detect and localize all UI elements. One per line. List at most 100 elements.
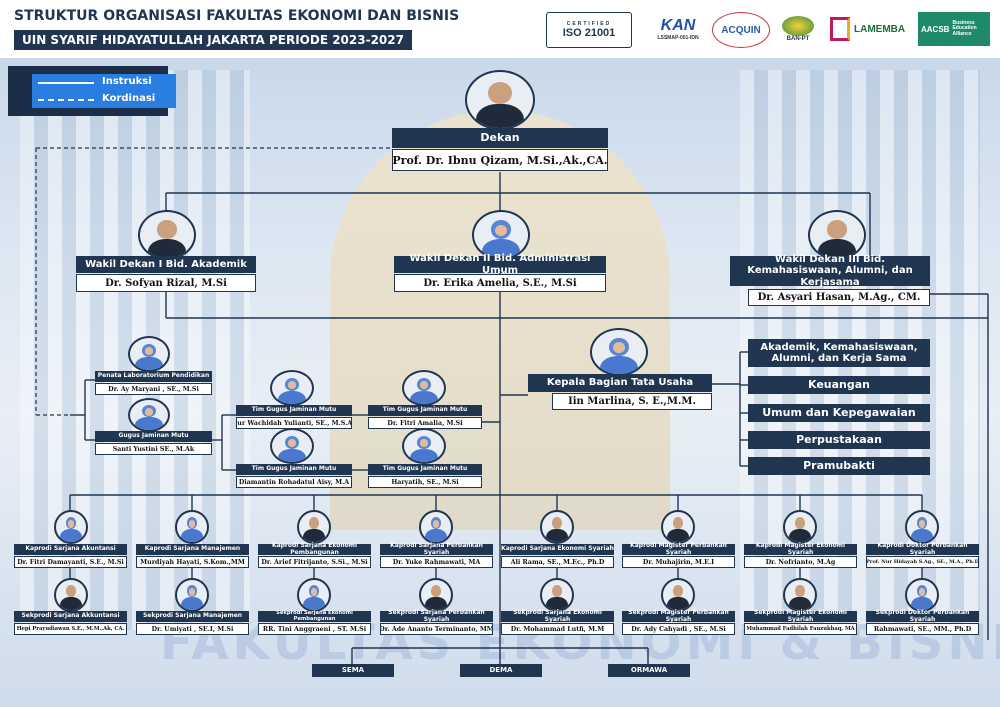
tgjm-2-title: Tim Gugus Jaminan Mutu: [368, 405, 482, 416]
kaprodi-1-photo: [54, 510, 88, 544]
unit-akademik: Akademik, Kemahasiswaan, Alumni, dan Ker…: [748, 339, 930, 367]
kaprodi-6-name: Dr. Muhajirin, M.E.I: [622, 556, 735, 568]
tgjm-4-title: Tim Gugus Jaminan Mutu: [368, 464, 482, 475]
wakil-1-name: Dr. Sofyan Rizal, M.Si: [76, 274, 256, 292]
kaprodi-8-title: Kaprodi Doktor Perbankan Syariah: [866, 542, 979, 555]
legend-panel: Instruksi Kordinasi: [32, 74, 176, 108]
dekan-photo: [465, 70, 535, 130]
lamemba-logo: LAMEMBA: [830, 12, 908, 46]
wakil-2-name: Dr. Erika Amelia, S.E., M.Si: [394, 274, 606, 292]
kaprodi-7-name: Dr. Nofrianto, M.Ag: [744, 556, 857, 568]
sekprodi-7-photo: [783, 578, 817, 612]
sekprodi-7-name: Muhammad Fadhilah Fauzukhaq, MA: [744, 623, 857, 635]
wakil-2-title: Wakil Dekan II Bid. Administrasi Umum: [394, 253, 606, 276]
kaprodi-6-title: Kaprodi Magister Perbankan Syariah: [622, 542, 735, 555]
kaprodi-2-name: Murdiyah Hayati, S.Kom.,MM: [136, 556, 249, 568]
sekprodi-2-title: Sekprodi Sarjana Manajemen: [136, 611, 249, 622]
sekprodi-5-title: Sekprodi Sarjana Ekonomi Syariah: [501, 609, 614, 622]
org-sema: SEMA: [312, 664, 394, 677]
legend-instruksi-label: Instruksi: [102, 76, 152, 87]
sekprodi-6-title: Sekprodi Magister Perbankan Syariah: [622, 609, 735, 622]
kaprodi-2-photo: [175, 510, 209, 544]
kaprodi-6-photo: [661, 510, 695, 544]
sekprodi-5-photo: [540, 578, 574, 612]
gjm-photo: [128, 398, 170, 432]
sekprodi-3-title: Sekprodi Sarjana Ekonomi Pembangunan: [258, 610, 371, 622]
sekprodi-5-name: Dr. Mohammad Lutfi, M.M: [501, 623, 614, 635]
sekprodi-1-photo: [54, 578, 88, 612]
kan-logo: KAN LSSMAP-001-IDN: [657, 17, 699, 41]
kaprodi-4-name: Dr. Yuke Rahmawati, MA: [380, 556, 493, 568]
legend-solid-line: [38, 82, 94, 84]
kaprodi-3-photo: [297, 510, 331, 544]
sekprodi-1-name: Hepi Prayudiawan S.E., M.M.,Ak, CA.: [14, 623, 127, 635]
org-ormawa: ORMAWA: [608, 664, 690, 677]
tgjm-4-name: Haryatih, SE., M.Si: [368, 476, 482, 488]
sekprodi-8-photo: [905, 578, 939, 612]
tgjm-3-name: Diamantin Rohadatul Aisy, M.A: [236, 476, 352, 488]
dekan-name: Prof. Dr. Ibnu Qizam, M.Si.,Ak.,CA.: [392, 149, 608, 171]
kabag-photo: [590, 328, 648, 376]
dekan-title: Dekan: [392, 128, 608, 148]
legend: Instruksi Kordinasi: [8, 66, 176, 116]
sekprodi-1-title: Sekprodi Sarjana Akkuntansi: [14, 611, 127, 622]
lab-title: Penata Laboratorium Pendidikan: [95, 371, 212, 382]
ban-pt-logo: BAN-PT: [778, 12, 818, 46]
unit-pramubakti: Pramubakti: [748, 457, 930, 475]
sekprodi-4-photo: [419, 578, 453, 612]
org-dema: DEMA: [460, 664, 542, 677]
sekprodi-8-title: Sekprodi Doktor Perbankan Syariah: [866, 609, 979, 622]
kaprodi-3-name: Dr. Arief Fitrijanto, S.Si., M.Si: [258, 556, 371, 568]
kaprodi-4-photo: [419, 510, 453, 544]
aacsb-logo: AACSB Business Education Alliance: [918, 12, 990, 46]
kaprodi-5-photo: [540, 510, 574, 544]
kaprodi-4-title: Kaprodi Sarjana Perbankan Syariah: [380, 542, 493, 555]
wakil-1-photo: [138, 210, 196, 260]
unit-perpustakaan: Perpustakaan: [748, 431, 930, 449]
acquin-logo: ACQUIN: [712, 12, 770, 48]
kaprodi-1-title: Kaprodi Sarjana Akuntansi: [14, 544, 127, 555]
wakil-1-title: Wakil Dekan I Bid. Akademik: [76, 256, 256, 273]
sekprodi-4-name: Dr. Ade Ananto Terminanto, MM: [380, 623, 493, 635]
kaprodi-7-title: Kaprodi Magister Ekonomi Syariah: [744, 542, 857, 555]
unit-umum-kepegawaian: Umum dan Kepegawaian: [748, 404, 930, 422]
tgjm-4-photo: [402, 428, 446, 464]
kaprodi-5-title: Kaprodi Sarjana Ekonomi Syariah: [501, 544, 614, 555]
gjm-title: Gugus Jaminan Mutu: [95, 431, 212, 442]
sekprodi-6-photo: [661, 578, 695, 612]
sekprodi-2-photo: [175, 578, 209, 612]
iso-21001-logo: CERTIFIED ISO 21001: [546, 12, 632, 48]
sekprodi-4-title: Sekprodi Sarjana Perbankan Syariah: [380, 609, 493, 622]
unit-keuangan: Keuangan: [748, 376, 930, 394]
tgjm-2-photo: [402, 370, 446, 406]
sekprodi-3-photo: [297, 578, 331, 612]
page-title: STRUKTUR ORGANISASI FAKULTAS EKONOMI DAN…: [14, 8, 460, 24]
sekprodi-8-name: Rahmawati, SE., MM., Ph.D: [866, 623, 979, 635]
sekprodi-6-name: Dr. Ady Cahyadi , SE., M.Si: [622, 623, 735, 635]
wakil-3-name: Dr. Asyari Hasan, M.Ag., CM.: [748, 289, 930, 306]
kaprodi-2-title: Kaprodi Sarjana Manajemen: [136, 544, 249, 555]
sekprodi-7-title: Sekprodi Magister Ekonomi Syariah: [744, 609, 857, 622]
kaprodi-8-name: Prof. Nur Hidayah S.Ag., SE., M.A., Ph.D: [866, 556, 979, 568]
tgjm-3-title: Tim Gugus Jaminan Mutu: [236, 464, 352, 475]
kaprodi-7-photo: [783, 510, 817, 544]
kaprodi-5-name: Ali Rama, SE., M.Ec., Ph.D: [501, 556, 614, 568]
lab-name: Dr. Ay Maryani , SE., M.Si: [95, 383, 212, 395]
legend-dashed-line: [38, 99, 94, 101]
kaprodi-1-name: Dr. Fitri Damayanti, S.E., M.Si: [14, 556, 127, 568]
wakil-3-title: Wakil Dekan III Bid. Kemahasiswaan, Alum…: [730, 254, 930, 288]
kabag-title: Kepala Bagian Tata Usaha: [528, 374, 712, 392]
legend-kordinasi-label: Kordinasi: [102, 93, 156, 104]
kabag-name: Iin Marlina, S. E.,M.M.: [552, 393, 712, 410]
page-subtitle: UIN SYARIF HIDAYATULLAH JAKARTA PERIODE …: [14, 30, 412, 50]
tgjm-3-photo: [270, 428, 314, 464]
sekprodi-2-name: Dr. Umiyati , SE.I, M.Si: [136, 623, 249, 635]
tgjm-1-title: Tim Gugus Jaminan Mutu: [236, 405, 352, 416]
lab-photo: [128, 336, 170, 372]
gjm-name: Santi Yustini SE., M.Ak: [95, 443, 212, 455]
sekprodi-3-name: RR. Tini Anggraeni , ST. M.Si: [258, 623, 371, 635]
tgjm-1-photo: [270, 370, 314, 406]
wakil-3-photo: [808, 210, 866, 260]
kaprodi-3-title: Kaprodi Sarjana Ekonomi Pembangunan: [258, 542, 371, 555]
